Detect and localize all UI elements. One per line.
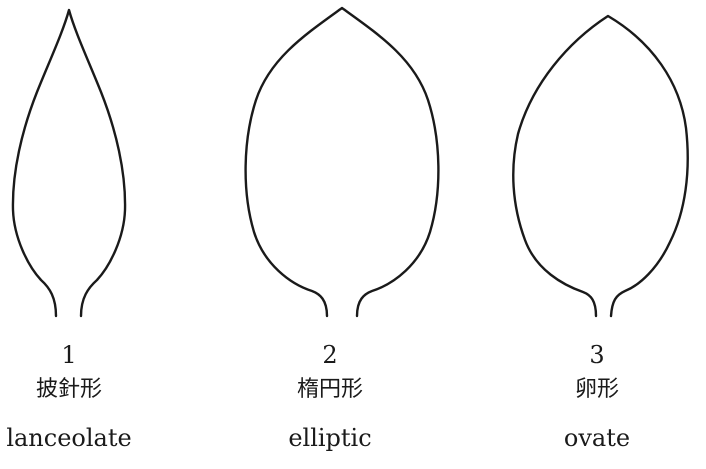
leaf-number: 3	[497, 340, 697, 370]
leaf-name-japanese: 披針形	[0, 375, 169, 405]
leaf-name-english: lanceolate	[0, 423, 169, 453]
leaf-name-english: ovate	[497, 423, 697, 453]
leaf-name-japanese: 楕円形	[230, 375, 430, 405]
leaf-number: 1	[0, 340, 169, 370]
caption-lanceolate: 1 披針形 lanceolate	[0, 340, 169, 453]
leaf-outlines	[0, 0, 706, 330]
lanceolate-leaf-outline	[13, 10, 125, 316]
ovate-leaf-outline	[513, 16, 687, 316]
leaf-number: 2	[230, 340, 430, 370]
elliptic-leaf-outline	[246, 8, 439, 316]
leaf-name-japanese: 卵形	[497, 375, 697, 405]
caption-ovate: 3 卵形 ovate	[497, 340, 697, 453]
leaf-name-english: elliptic	[230, 423, 430, 453]
caption-elliptic: 2 楕円形 elliptic	[230, 340, 430, 453]
